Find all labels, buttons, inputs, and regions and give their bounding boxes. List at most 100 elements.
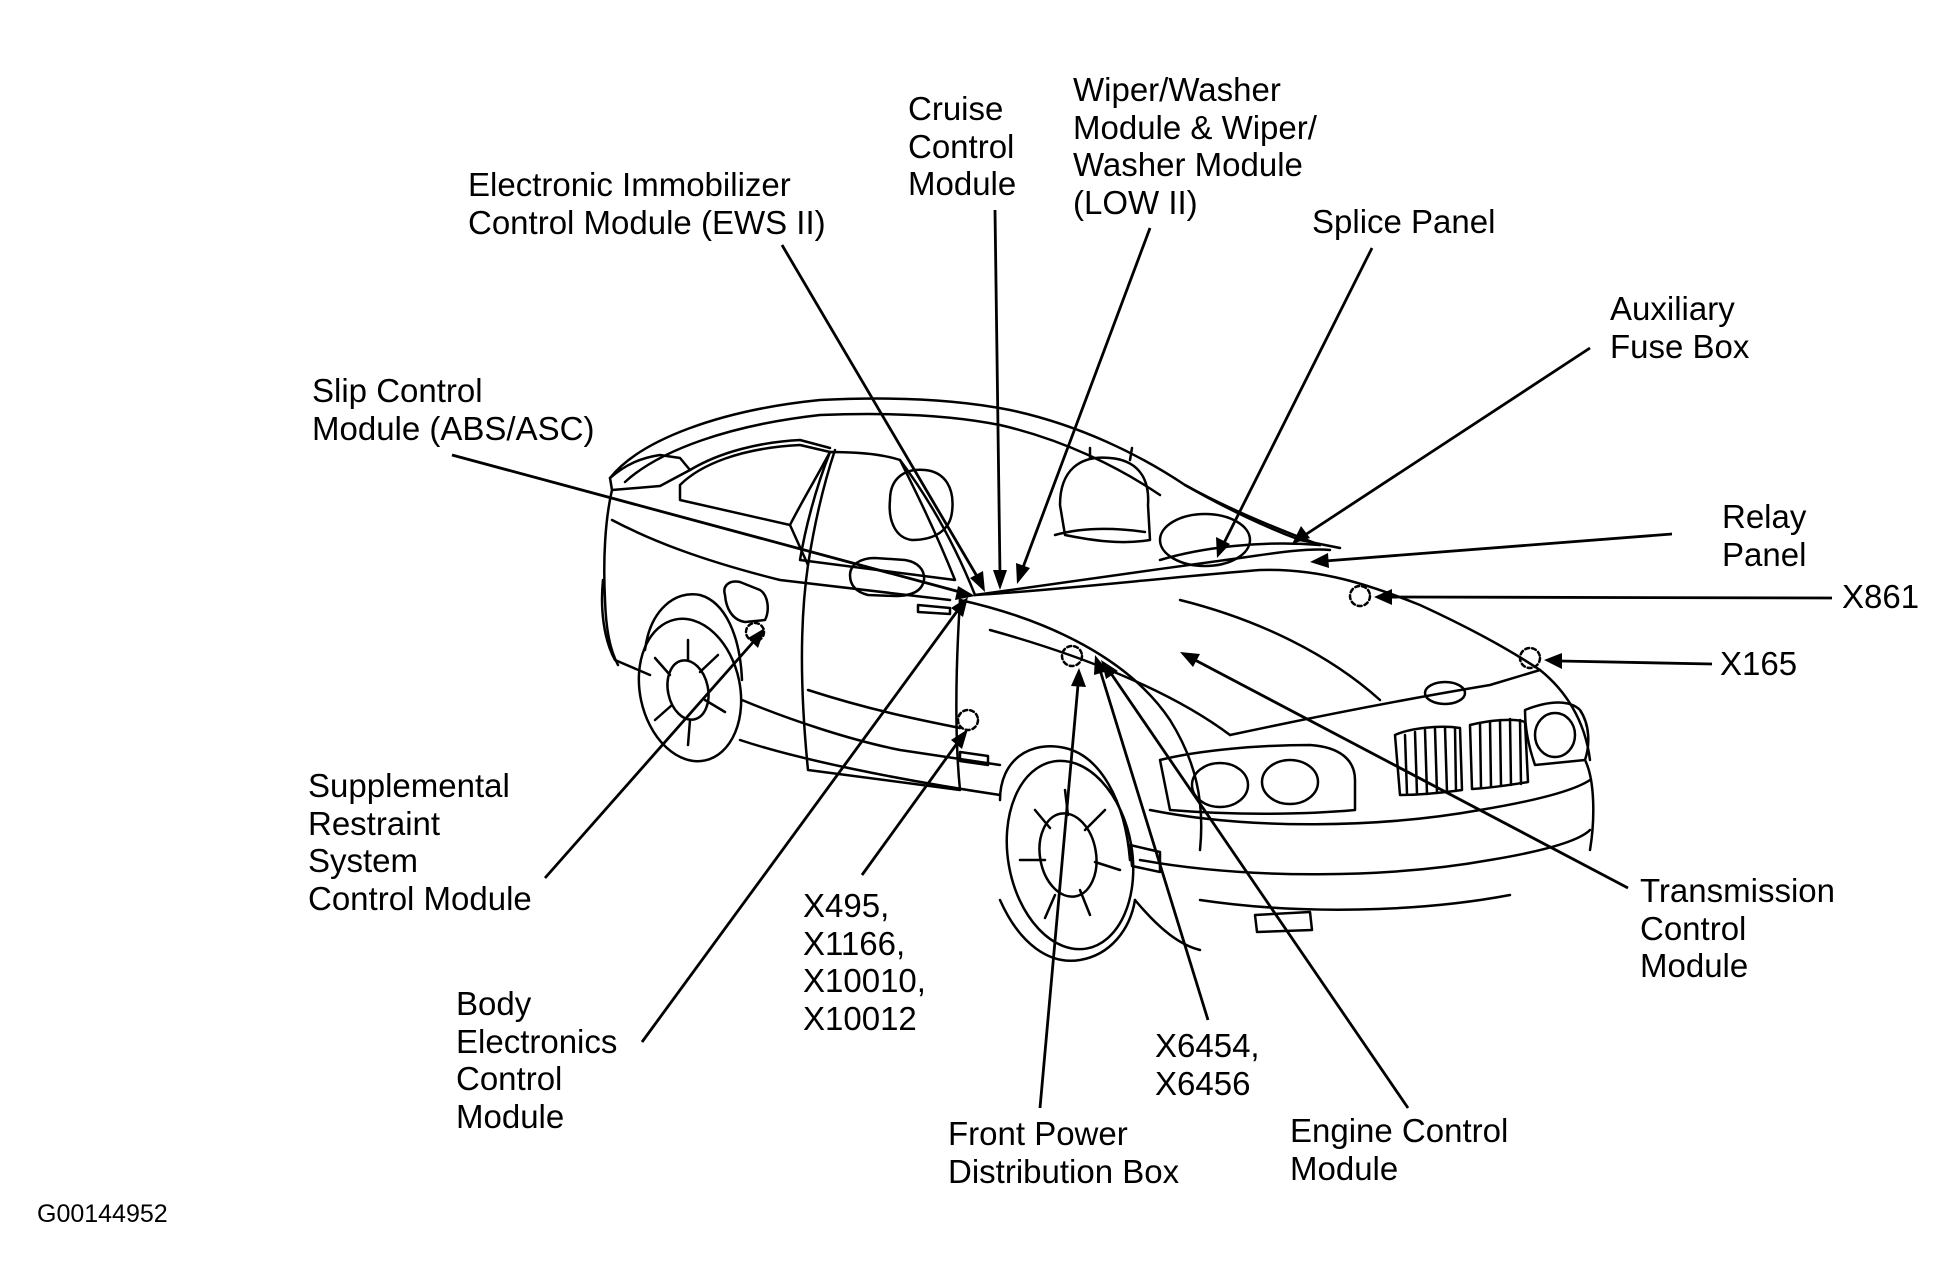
car-rear-wheel-arch bbox=[643, 593, 744, 682]
x165-location-marker bbox=[1518, 646, 1542, 670]
engine-arrowhead bbox=[1101, 660, 1118, 679]
x861-leader bbox=[1389, 595, 1833, 600]
x6454-label-line-2: X6456 bbox=[1155, 1064, 1251, 1102]
car-side-mirror bbox=[848, 556, 926, 598]
car-front-bumper bbox=[1148, 778, 1592, 826]
car-rear-window bbox=[678, 443, 832, 527]
car-steering-wheel bbox=[1158, 512, 1252, 568]
body-label-line-3: Control bbox=[456, 1060, 563, 1097]
car-c-pillar bbox=[688, 438, 832, 472]
srs-label-line-4: Control Module bbox=[308, 879, 532, 917]
x165-label: X165 bbox=[1720, 645, 1797, 683]
car-windshield-top bbox=[1183, 483, 1342, 550]
car-door-line bbox=[806, 688, 962, 730]
transmission-label-line-2: Control bbox=[1640, 909, 1747, 947]
car-hood-badge bbox=[1423, 680, 1467, 706]
cruise-arrowhead bbox=[993, 570, 1007, 590]
car-front-apron bbox=[1133, 898, 1202, 952]
car-windshield bbox=[973, 548, 1332, 597]
car-front-turn-signal bbox=[1128, 843, 1162, 874]
relay-panel-label: Relay Panel bbox=[1722, 498, 1806, 573]
x861-label: X861 bbox=[1842, 578, 1919, 616]
transmission-arrowhead bbox=[1180, 652, 1200, 667]
x861-location-marker bbox=[1348, 584, 1372, 608]
srs-control-module-label: Supplemental Restraint System Control Mo… bbox=[308, 767, 532, 917]
engine-control-module-label: Engine Control Module bbox=[1290, 1112, 1508, 1187]
car-front-bumper-lower bbox=[1138, 828, 1592, 876]
car-rear-wheel bbox=[637, 617, 743, 763]
transmission-leader bbox=[1194, 658, 1629, 890]
car-rear-deck bbox=[608, 453, 692, 492]
transmission-label-line-3: Module bbox=[1640, 947, 1749, 984]
ews-arrowhead bbox=[970, 571, 985, 592]
x495-label-line-3: X10010, bbox=[803, 962, 926, 999]
car-rocker-lower bbox=[738, 738, 1002, 797]
electronic-immobilizer-label: Electronic Immobilizer Control Module (E… bbox=[468, 166, 826, 241]
slip-label-line-1: Slip Control bbox=[312, 372, 483, 409]
car-a-pillar bbox=[898, 458, 977, 597]
car-hood-front bbox=[1228, 668, 1542, 737]
body-label-line-1: Body bbox=[456, 985, 532, 1022]
car-hood-crease bbox=[988, 628, 1232, 737]
leader-lines bbox=[451, 209, 1833, 1109]
splice-arrowhead bbox=[1216, 537, 1230, 558]
car-dash bbox=[1158, 542, 1322, 562]
wiper-label-line-3: Washer Module bbox=[1073, 146, 1303, 183]
x495-arrowhead bbox=[951, 729, 968, 749]
car-fog-lamp bbox=[1253, 910, 1314, 934]
front-power-label-line-1: Front Power bbox=[948, 1115, 1128, 1152]
engine-label-line-1: Engine Control bbox=[1290, 1112, 1509, 1149]
car-front-tire-bottom bbox=[998, 898, 1137, 962]
splice-label-line-1: Splice Panel bbox=[1312, 203, 1496, 240]
wiper-label-line-2: Module & Wiper/ bbox=[1073, 108, 1317, 146]
x165-leader bbox=[1559, 659, 1713, 666]
ews-leader bbox=[780, 244, 980, 579]
cruise-leader bbox=[993, 209, 1002, 576]
x495-location-marker bbox=[956, 708, 980, 732]
x861-label-line-1: X861 bbox=[1842, 578, 1920, 615]
car-right-lamp bbox=[1533, 711, 1577, 759]
transmission-control-module-label: Transmission Control Module bbox=[1640, 872, 1835, 985]
body-arrowhead bbox=[951, 597, 968, 617]
car-left-lamp-1 bbox=[1190, 761, 1250, 809]
cruise-label-line-3: Module bbox=[908, 165, 1017, 202]
x495-leader bbox=[860, 741, 960, 876]
engine-leader bbox=[1108, 671, 1410, 1109]
wiper-label-line-1: Wiper/Washer bbox=[1073, 71, 1281, 108]
x861-arrowhead bbox=[1374, 589, 1392, 605]
slip-arrowhead bbox=[955, 586, 975, 600]
srs-arrowhead bbox=[748, 628, 765, 648]
engine-label-line-2: Module bbox=[1290, 1149, 1399, 1187]
car-door-handle bbox=[916, 603, 952, 616]
srs-label-line-1: Supplemental bbox=[308, 767, 510, 804]
wiper-washer-module-label: Wiper/Washer Module & Wiper/ Washer Modu… bbox=[1073, 71, 1317, 221]
car-grille-left bbox=[1393, 725, 1464, 797]
x6454-connectors-label: X6454, X6456 bbox=[1155, 1027, 1260, 1102]
car-hood bbox=[973, 568, 1542, 672]
aux-fuse-arrowhead bbox=[1292, 526, 1310, 544]
x495-label-line-2: X1166, bbox=[803, 924, 906, 962]
car-rear-quarter bbox=[610, 518, 952, 602]
car-front-spokes bbox=[1018, 788, 1122, 920]
relay-label-line-1: Relay bbox=[1722, 498, 1807, 535]
x495-connectors-label: X495, X1166, X10010, X10012 bbox=[803, 887, 926, 1037]
x6454-leader bbox=[1098, 669, 1210, 1021]
splice-panel-label: Splice Panel bbox=[1312, 203, 1495, 241]
car-rear-body bbox=[603, 488, 620, 667]
slip-control-module-label: Slip Control Module (ABS/ASC) bbox=[312, 372, 594, 447]
car-door-window bbox=[798, 450, 957, 582]
x495-label-line-4: X10012 bbox=[803, 999, 917, 1037]
slip-leader bbox=[451, 453, 961, 594]
cruise-label-line-1: Cruise bbox=[908, 90, 1004, 127]
x6454-location-marker bbox=[1060, 644, 1084, 668]
car-rear-bumper bbox=[600, 578, 652, 677]
car-left-lamp-2 bbox=[1260, 758, 1320, 806]
car-rear-hub bbox=[666, 659, 710, 721]
car-door bbox=[788, 523, 962, 792]
body-label-line-4: Module bbox=[456, 1097, 565, 1135]
wiper-arrowhead bbox=[1016, 563, 1030, 584]
car-fuel-door bbox=[723, 580, 769, 624]
body-leader bbox=[640, 609, 960, 1043]
front-power-label-line-2: Distribution Box bbox=[948, 1152, 1180, 1190]
